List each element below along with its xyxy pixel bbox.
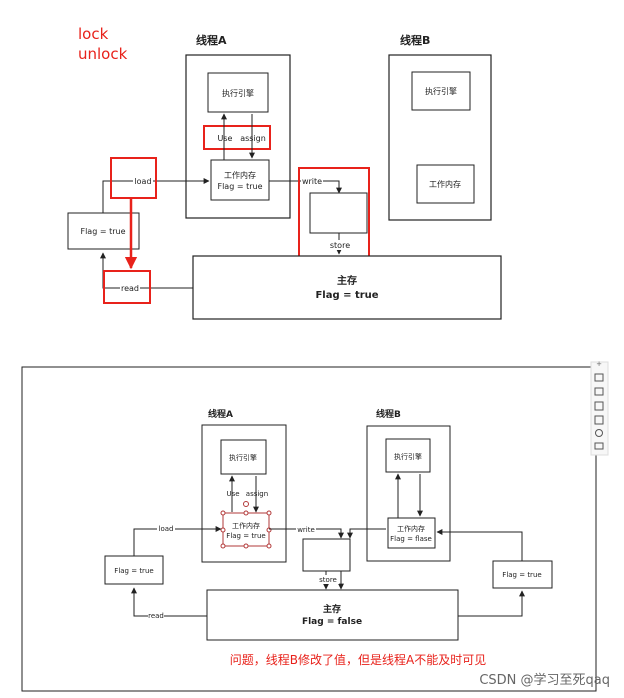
legend-lock: lock <box>78 25 109 43</box>
assign-label: assign <box>240 134 266 143</box>
store-buffer-box <box>309 192 368 234</box>
load-label: load <box>134 177 151 186</box>
thread-a-title: 线程A <box>196 33 227 47</box>
store-buffer-box-2 <box>302 538 351 572</box>
write-arrow-2 <box>269 528 344 539</box>
main-memory-2-flag: Flag = false <box>302 617 362 627</box>
document-icon[interactable] <box>594 415 604 425</box>
exec-engine-b-label: 执行引擎 <box>425 86 457 96</box>
work-memory-a-2-title: 工作内存 <box>232 521 260 530</box>
exec-engine-a-2 <box>220 439 267 475</box>
bottom-diagram: + 线程A 执行引擎 Use assign 工作内存 Flag = true 线… <box>21 360 609 692</box>
layers-icon[interactable] <box>594 387 604 396</box>
exec-engine-a-2-label: 执行引擎 <box>229 453 257 462</box>
load-arrow-2 <box>133 526 222 556</box>
assign-label-2: assign <box>246 490 268 498</box>
read-label: read <box>121 284 139 293</box>
work-memory-b-2-flag: Flag = flase <box>390 535 432 543</box>
use-label: Use <box>218 134 233 143</box>
thread-a-title-2: 线程A <box>208 408 233 420</box>
write-arrow-b <box>347 528 386 539</box>
load-arrow-b <box>436 529 523 561</box>
legend-unlock: unlock <box>78 45 128 63</box>
flag-right-label: Flag = true <box>502 571 541 579</box>
write-label: write <box>302 177 322 186</box>
format-icon[interactable] <box>594 373 604 382</box>
load-arrow <box>102 178 210 213</box>
main-memory-2-title: 主存 <box>323 603 341 615</box>
read-arrow-2 <box>131 587 207 617</box>
rotate-handle-icon[interactable] <box>243 501 249 507</box>
flag-left-label: Flag = true <box>80 227 125 236</box>
main-memory-title: 主存 <box>337 274 357 287</box>
pin-icon[interactable]: + <box>596 360 602 368</box>
exec-engine-a-label: 执行引擎 <box>222 88 254 98</box>
page-icon[interactable] <box>594 401 604 411</box>
exec-engine-b-2-label: 执行引擎 <box>394 452 422 461</box>
read-arrow-b <box>458 590 525 617</box>
main-memory-box <box>192 255 502 320</box>
work-memory-b-2-title: 工作内存 <box>397 524 425 533</box>
use-assign-highlight <box>203 125 271 150</box>
thread-a-box <box>185 54 291 219</box>
thread-b-title-2: 线程B <box>376 408 401 420</box>
store-label: store <box>330 241 350 250</box>
exec-engine-b <box>411 71 471 111</box>
thread-b-title: 线程B <box>400 33 430 47</box>
main-memory-box-2 <box>206 589 459 641</box>
work-memory-b-2 <box>387 517 436 549</box>
work-memory-a <box>210 159 270 201</box>
flag-left-2-label: Flag = true <box>114 567 153 575</box>
read-label-2: read <box>148 612 164 620</box>
side-toolbar: + <box>590 360 609 456</box>
main-memory-flag: Flag = true <box>315 290 378 301</box>
exec-engine-b-2 <box>385 438 431 473</box>
problem-note: 问题，线程B修改了值，但是线程A不能及时可见 <box>230 652 486 667</box>
work-memory-b-label: 工作内存 <box>429 179 461 189</box>
thread-b-box-2 <box>366 425 451 562</box>
use-label-2: Use <box>226 490 239 498</box>
load-highlight <box>110 157 157 199</box>
work-memory-a-2-flag: Flag = true <box>226 532 265 540</box>
work-memory-b <box>416 164 475 204</box>
flag-right-box <box>492 560 553 589</box>
history-icon[interactable] <box>595 429 603 437</box>
thread-b-box <box>388 54 492 221</box>
work-memory-a-title: 工作内存 <box>224 170 256 180</box>
read-highlight <box>103 270 151 304</box>
write-arrow <box>269 180 342 194</box>
top-diagram: lock unlock 线程A 执行引擎 Use assign 工作内存 Fla… <box>67 25 502 320</box>
work-memory-a-flag: Flag = true <box>217 182 262 191</box>
load-label-2: load <box>159 525 174 533</box>
watermark: CSDN @学习至死qaq <box>479 672 610 688</box>
comment-icon[interactable] <box>594 442 604 450</box>
write-label-2: write <box>297 526 315 534</box>
store-label-2: store <box>319 576 337 584</box>
exec-engine-a <box>207 72 269 113</box>
thread-a-box-2 <box>201 424 287 563</box>
